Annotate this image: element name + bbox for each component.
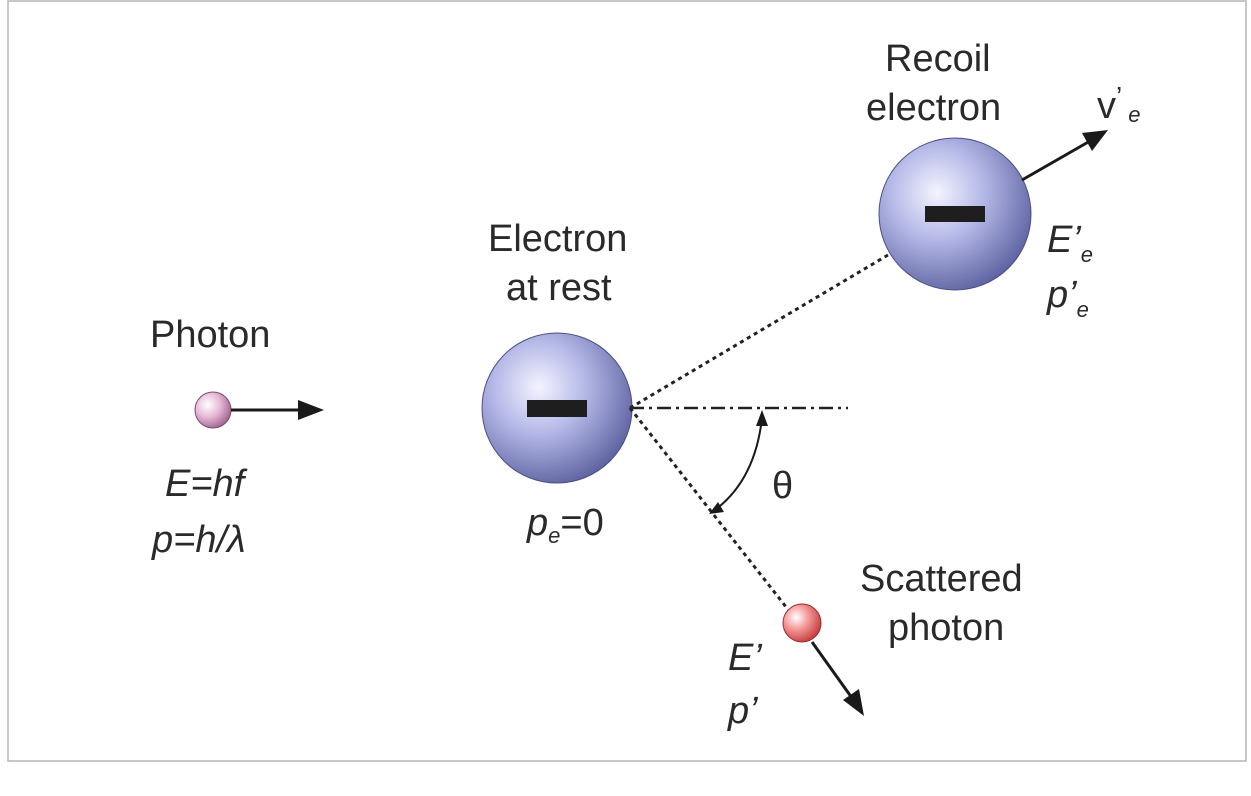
recoil-electron: Recoil electron v’e E’e p’e xyxy=(866,38,1140,322)
incoming-photon: Photon E=hf p=h/λ xyxy=(150,314,324,561)
recoil-electron-title-line1: Recoil xyxy=(885,38,991,80)
electron-at-rest-title-line2: at rest xyxy=(506,267,612,309)
diagram-border xyxy=(7,0,1247,762)
recoil-electron-velocity: v’e xyxy=(1097,81,1140,127)
scattering-angle-arrowhead-top xyxy=(756,410,768,426)
scattered-photon-energy: E’ xyxy=(728,637,762,679)
recoil-electron-energy: E’e xyxy=(1047,219,1093,267)
recoil-electron-velocity-arrow xyxy=(1021,139,1091,182)
electron-at-rest: Electron at rest pe=0 xyxy=(481,218,633,548)
scattered-photon-momentum: p’ xyxy=(727,690,758,732)
recoil-electron-title-line2: electron xyxy=(866,87,1001,129)
scattered-photon-title-line2: photon xyxy=(888,607,1004,649)
scattering-angle-arrowhead-bottom xyxy=(709,502,724,514)
recoil-electron-path xyxy=(629,253,889,410)
scattered-photon-particle xyxy=(782,603,822,643)
electron-at-rest-title-line1: Electron xyxy=(488,218,627,260)
electron-at-rest-momentum: pe=0 xyxy=(526,502,604,548)
scattered-photon-arrowhead xyxy=(843,689,864,716)
scattered-photon-title-line1: Scattered xyxy=(860,558,1023,600)
scattered-photon-arrow xyxy=(810,641,854,699)
scattering-angle: θ xyxy=(709,410,793,514)
recoil-electron-momentum: p’e xyxy=(1046,274,1089,322)
incoming-photon-title: Photon xyxy=(150,314,270,356)
electron-at-rest-minus-sign xyxy=(527,400,587,417)
incoming-photon-arrowhead xyxy=(298,400,324,420)
incoming-photon-momentum: p=h/λ xyxy=(151,519,246,561)
recoil-electron-arrowhead xyxy=(1082,130,1108,151)
scattered-photon-path xyxy=(628,407,792,613)
incoming-photon-energy: E=hf xyxy=(165,463,248,505)
recoil-electron-minus-sign xyxy=(925,206,985,222)
scattering-angle-label: θ xyxy=(772,465,793,507)
scattered-photon: Scattered photon E’ p’ xyxy=(727,558,1023,732)
incoming-photon-particle xyxy=(194,391,232,429)
scattering-angle-arc xyxy=(714,417,763,511)
